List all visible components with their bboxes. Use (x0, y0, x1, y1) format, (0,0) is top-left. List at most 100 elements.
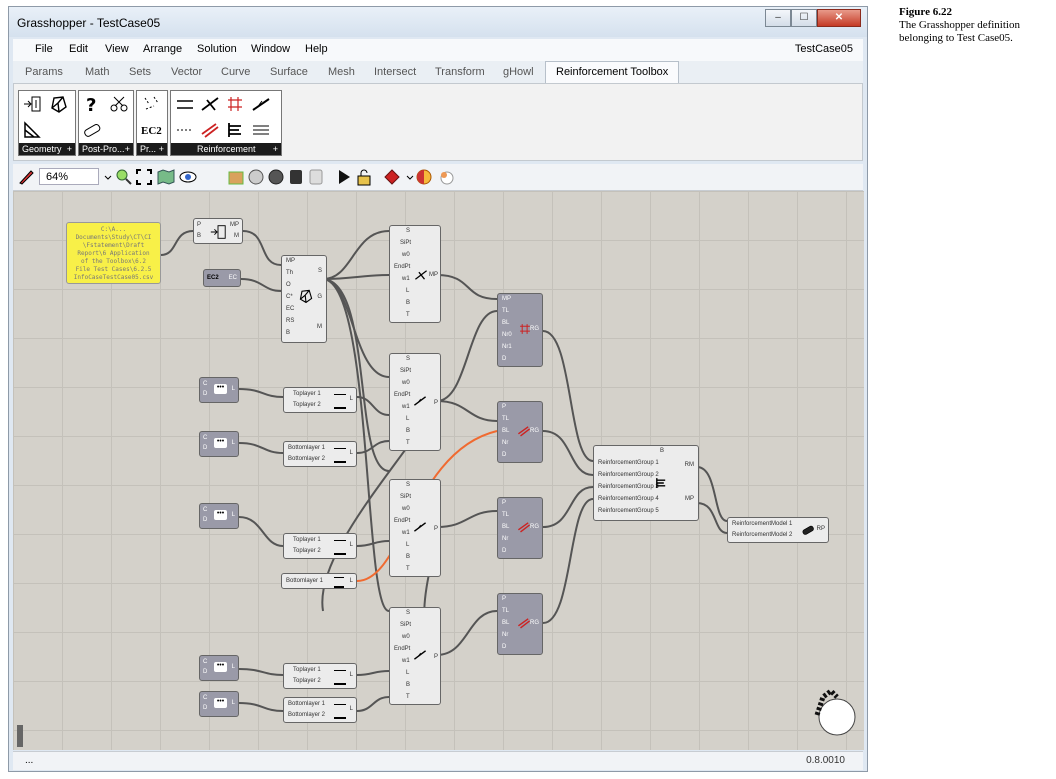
port[interactable]: ReinforcementGroup 3 (598, 484, 659, 490)
port[interactable]: Nr1 (502, 344, 512, 350)
zoom-field[interactable]: 64% (39, 168, 99, 185)
port[interactable]: L (231, 386, 235, 392)
port[interactable]: C (203, 381, 208, 387)
port[interactable]: ReinforcementGroup 2 (598, 472, 659, 478)
port[interactable]: MP (502, 296, 511, 302)
port[interactable]: M (317, 324, 322, 330)
port[interactable]: S (406, 356, 411, 362)
group-merge-icon[interactable] (225, 120, 245, 140)
port[interactable]: P (502, 596, 507, 602)
mesh-cross-icon[interactable] (225, 94, 245, 114)
port[interactable]: T (406, 312, 410, 318)
chevron-down-icon[interactable] (405, 168, 415, 186)
port[interactable]: D (203, 391, 208, 397)
port[interactable]: L (349, 396, 353, 402)
truss-icon[interactable] (22, 120, 42, 140)
port[interactable]: TL (502, 416, 510, 422)
port[interactable]: D (203, 445, 208, 451)
package-icon[interactable] (227, 168, 245, 186)
port[interactable]: SiPt (400, 494, 412, 500)
port[interactable]: L (406, 542, 410, 548)
port[interactable]: Toplayer 1 (293, 391, 321, 397)
port[interactable]: T (406, 694, 410, 700)
port[interactable]: Toplayer 1 (293, 667, 321, 673)
port[interactable]: L (349, 542, 353, 548)
menu-help[interactable]: Help (305, 43, 328, 55)
ribbon-group-label[interactable]: Geometry (19, 143, 75, 155)
port[interactable]: EC (228, 275, 237, 281)
expand-icon[interactable]: + (124, 144, 130, 154)
eraser-pen-icon[interactable] (17, 168, 35, 186)
menu-edit[interactable]: Edit (69, 43, 88, 55)
import-panel-component[interactable]: P B MP M (193, 218, 243, 244)
tab-params[interactable]: Params (25, 66, 63, 78)
port[interactable]: ReinforcementModel 1 (732, 521, 793, 527)
port[interactable]: MP (685, 496, 694, 502)
top-point-component[interactable]: S SiPt w0 EndPt w1 L B T MP (389, 225, 441, 323)
grasshopper-canvas[interactable]: C:\A... Documents\Study\CT\CI \Fstatemen… (13, 191, 864, 750)
port[interactable]: SiPt (400, 368, 412, 374)
port[interactable]: T (406, 440, 410, 446)
port[interactable]: BL (502, 524, 510, 530)
port[interactable]: w0 (402, 252, 410, 258)
port[interactable]: SiPt (400, 622, 412, 628)
chevron-down-icon[interactable] (103, 168, 113, 186)
port[interactable]: L (349, 578, 353, 584)
port[interactable]: Toplayer 1 (293, 537, 321, 543)
port[interactable]: Bottomlayer 1 (288, 701, 326, 707)
tab-ghowl[interactable]: gHowl (503, 66, 534, 78)
port[interactable]: P (197, 222, 202, 228)
layer-component-1[interactable]: Toplayer 1 Toplayer 2 L (283, 387, 357, 413)
port[interactable]: G (317, 294, 322, 300)
port[interactable]: SiPt (400, 240, 412, 246)
rebar-group-component-2[interactable]: P TL BL Nr D RG (497, 401, 543, 463)
minimize-button[interactable]: – (765, 9, 791, 27)
port[interactable]: S (406, 610, 411, 616)
close-button[interactable]: ✕ (817, 9, 861, 27)
rebar-group-component-4[interactable]: P TL BL Nr D RG (497, 593, 543, 655)
rebar-group-component-1[interactable]: MP TL BL Nr0 Nr1 D RG (497, 293, 543, 367)
port[interactable]: ReinforcementModel 2 (732, 532, 793, 538)
port[interactable]: B (406, 300, 411, 306)
rebar-group-component-3[interactable]: P TL BL Nr D RG (497, 497, 543, 559)
geometry-cube-icon[interactable] (49, 94, 69, 114)
port[interactable]: C* (286, 294, 293, 300)
port[interactable]: BL (502, 428, 510, 434)
port[interactable]: w0 (402, 380, 410, 386)
port[interactable]: w1 (402, 658, 410, 664)
menu-file[interactable]: File (35, 43, 53, 55)
port[interactable]: B (286, 330, 291, 336)
tab-vector[interactable]: Vector (171, 66, 203, 78)
port[interactable]: Toplayer 2 (293, 548, 321, 554)
port[interactable]: BL (502, 320, 510, 326)
tab-reinforcement-toolbox[interactable]: Reinforcement Toolbox (545, 61, 680, 83)
port[interactable]: L (231, 664, 235, 670)
port[interactable]: Toplayer 2 (293, 402, 321, 408)
port[interactable]: D (203, 669, 208, 675)
menu-window[interactable]: Window (251, 43, 291, 55)
port[interactable]: Nr (502, 536, 509, 542)
title-bar[interactable]: Grasshopper - TestCase05 – ☐ ✕ (9, 7, 867, 37)
port[interactable]: S (406, 482, 411, 488)
double-bar-icon[interactable] (200, 120, 220, 140)
lock-icon[interactable] (355, 168, 373, 186)
port[interactable]: O (286, 282, 291, 288)
point-cloud-icon[interactable] (142, 94, 162, 114)
port[interactable]: Nr0 (502, 332, 512, 338)
zoom-extents-icon[interactable] (135, 168, 153, 186)
zoom-magnifier-icon[interactable] (115, 168, 133, 186)
dashed-lines-icon[interactable] (175, 120, 195, 140)
scroll-handle[interactable] (17, 725, 23, 747)
sunset-sphere-icon[interactable] (415, 168, 433, 186)
port[interactable]: Bottomlayer 2 (288, 712, 326, 718)
tab-intersect[interactable]: Intersect (374, 66, 417, 78)
plugin-bowl-icon[interactable] (437, 168, 455, 186)
navigation-compass-icon[interactable] (803, 687, 859, 737)
port[interactable]: RG (530, 524, 539, 530)
port[interactable]: D (203, 705, 208, 711)
